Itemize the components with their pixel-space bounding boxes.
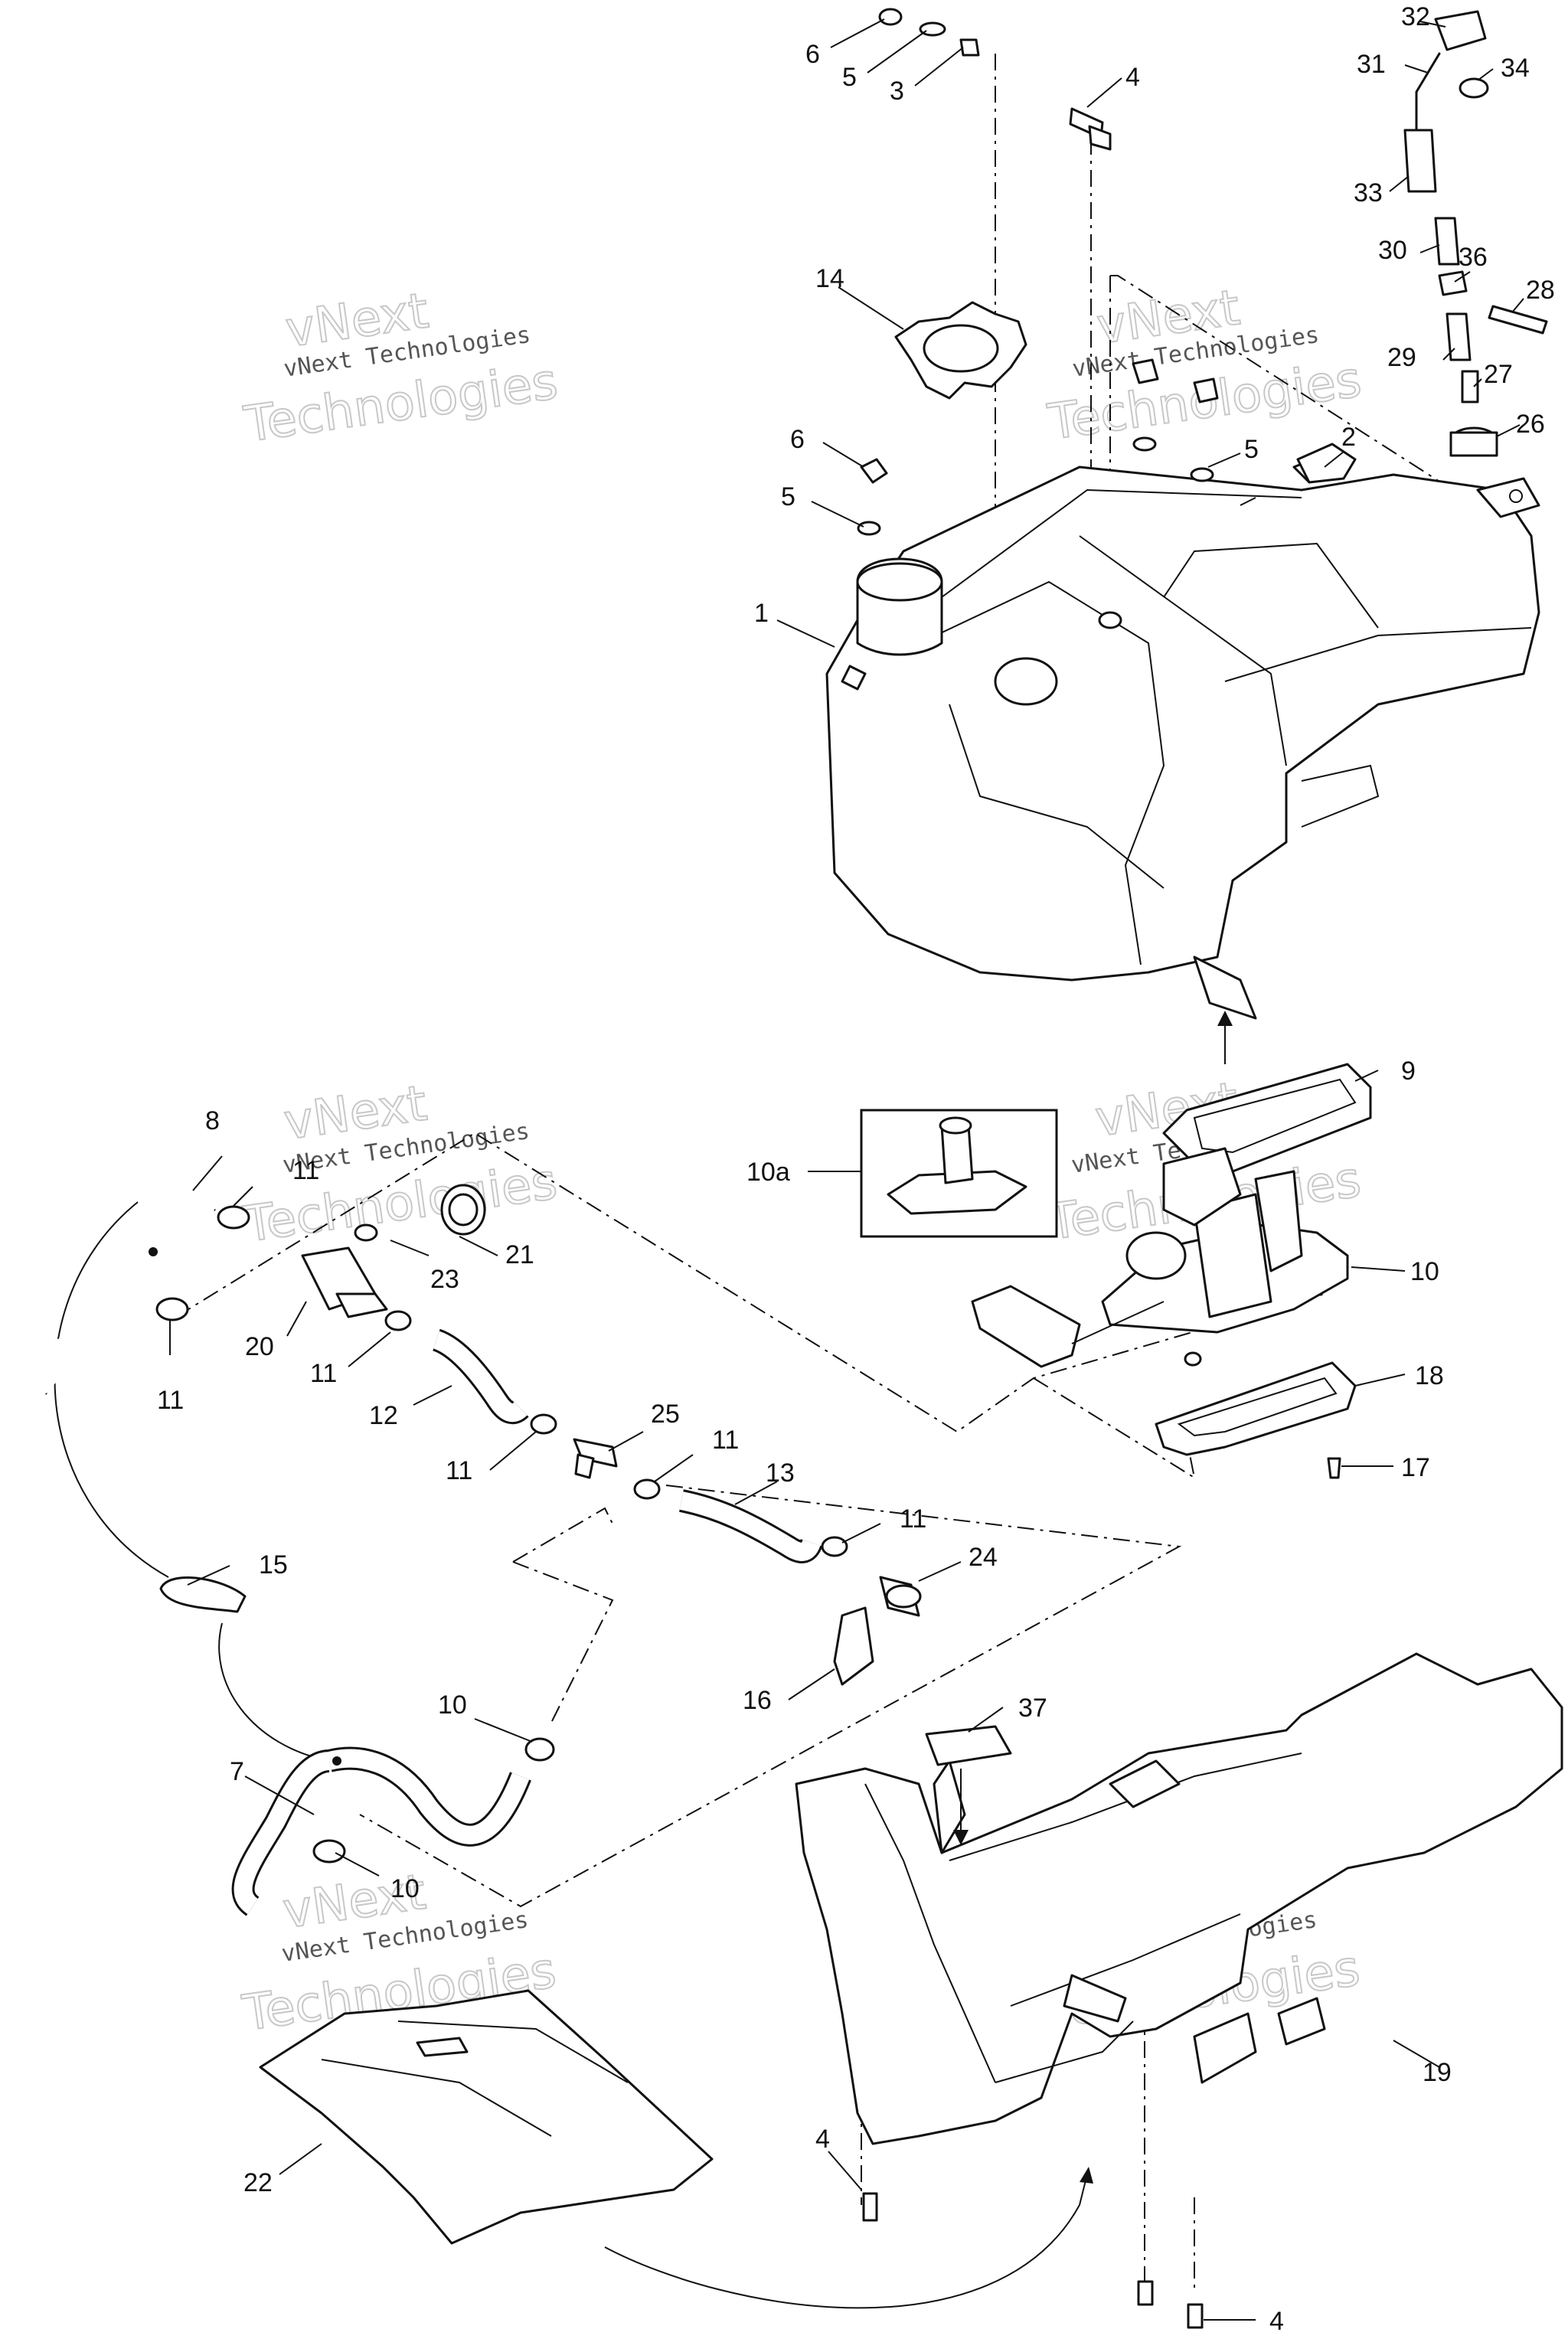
callout-3: 3 [890,77,904,106]
callout-21: 21 [505,1240,534,1269]
callout-4: 4 [1269,2307,1284,2336]
callout-30: 30 [1378,236,1407,265]
bolt-4-a [862,2192,878,2222]
callout-17: 17 [1401,1453,1430,1482]
callout-11: 11 [446,1456,472,1485]
callout-18: 18 [1415,1361,1444,1390]
callout-10: 10 [1410,1257,1439,1286]
hose-assembly [28,1183,922,1916]
gasket-18 [1155,1361,1357,1456]
callout-23: 23 [430,1265,459,1294]
callout-5: 5 [1244,435,1259,464]
gasket-9 [1162,1063,1372,1173]
watermark-3: Technologies vNext vNext Technologies [240,1075,561,1255]
callout-20: 20 [245,1332,274,1361]
bolt-4-c [1187,2303,1204,2329]
callout-10: 10 [438,1690,467,1720]
hardware-top [857,8,1349,536]
callout-1: 1 [754,599,769,628]
callout-6: 6 [805,40,820,69]
callout-14: 14 [815,264,844,293]
callout-25: 25 [651,1400,680,1429]
callout-11: 11 [712,1426,739,1455]
inset-10a [860,1109,1058,1238]
vent-line [1403,10,1548,457]
callout-12: 12 [369,1401,398,1430]
callout-6: 6 [790,425,805,454]
callout-24: 24 [969,1543,998,1572]
callout-16: 16 [743,1686,772,1715]
heat-shield-22 [259,1989,714,2245]
fuel-tank [825,466,1540,1020]
callout-27: 27 [1484,360,1513,389]
callout-8: 8 [205,1106,220,1135]
callout-33: 33 [1354,178,1383,207]
callout-5: 5 [781,482,795,511]
callout-2: 2 [1341,423,1356,452]
callout-4: 4 [815,2125,830,2154]
callout-9: 9 [1401,1057,1416,1086]
fuel-pump [971,1147,1349,1368]
callout-labels: 6 5 3 4 14 6 5 1 5 2 32 31 34 33 30 36 2… [157,2,1555,2336]
screw-17 [1327,1457,1341,1479]
callout-5: 5 [842,63,857,92]
callout-11: 11 [310,1359,337,1388]
bolt-4-b [1137,2280,1154,2306]
routing-curves [54,1201,1080,2309]
watermark-2: Technologies vNext vNext Technologies [1044,279,1365,452]
callout-34: 34 [1501,54,1530,83]
arrows [953,497,1256,2206]
callout-13: 13 [766,1459,795,1488]
fuel-cap [894,301,1027,400]
callout-32: 32 [1401,2,1430,31]
watermark-1: Technologies vNext vNext Technologies [240,282,561,454]
callout-19: 19 [1423,2058,1452,2087]
callout-36: 36 [1459,243,1488,272]
callout-4: 4 [1125,63,1140,92]
callout-10a: 10a [746,1158,790,1187]
callout-11: 11 [900,1504,926,1534]
skid-plate [795,1652,1563,2145]
callout-11: 11 [292,1156,319,1185]
callout-37: 37 [1018,1694,1047,1723]
callout-28: 28 [1526,276,1555,305]
leader-lines [169,18,1524,2321]
callout-22: 22 [243,2168,273,2197]
rubber-pad-37 [925,1725,1012,1766]
callout-26: 26 [1516,410,1545,439]
callout-7: 7 [230,1757,244,1786]
callout-11: 11 [157,1386,184,1415]
callout-29: 29 [1387,343,1416,372]
callout-31: 31 [1357,50,1386,79]
callout-10: 10 [390,1874,420,1903]
screw-head-18 [1184,1351,1202,1367]
callout-15: 15 [259,1550,288,1579]
